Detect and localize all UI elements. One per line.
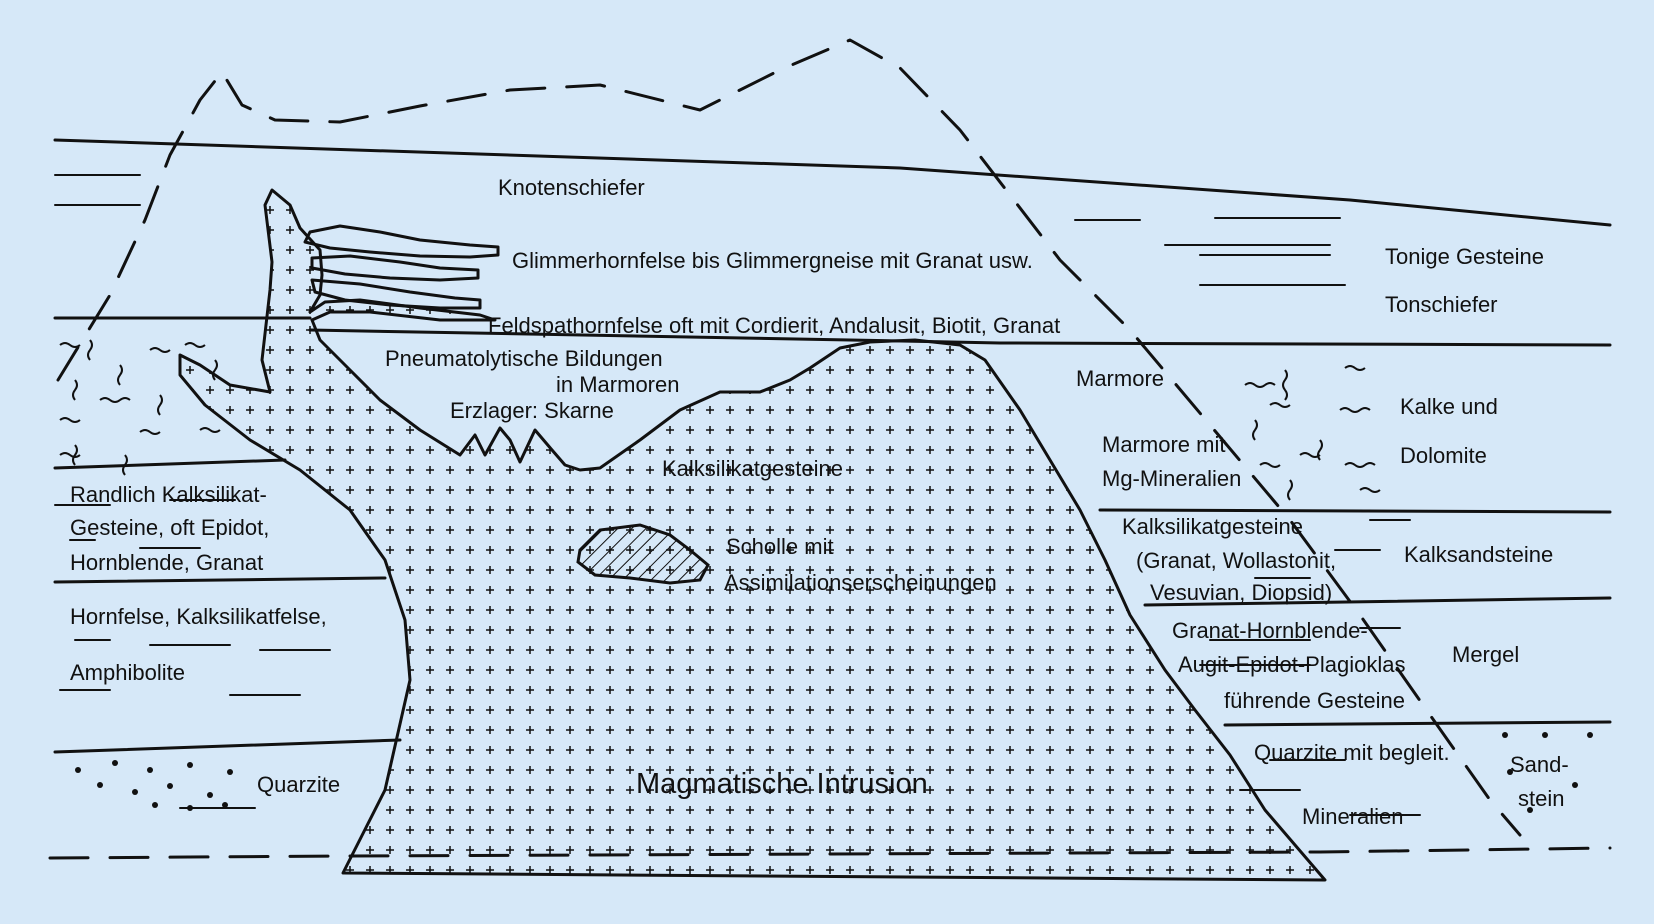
limestone-symbols [59, 339, 1381, 501]
label-kalke-1: Kalke und [1400, 394, 1498, 419]
apophysis-2 [310, 254, 480, 282]
dashed-intrusion-outline [56, 38, 1522, 837]
label-granat-3: führende Gesteine [1224, 688, 1405, 713]
label-erzlager: Erzlager: Skarne [450, 398, 614, 423]
quarzite-top-right-line [1223, 720, 1612, 727]
label-sandstein-1: Sand- [1510, 752, 1569, 777]
label-assimilation: Assimilationserscheinungen [724, 570, 997, 595]
xenolith-scholle [576, 523, 710, 585]
label-quarzite-right-1: Quarzite mit begleit. [1254, 740, 1450, 765]
label-glimmerhornfelse: Glimmerhornfelse bis Glimmergneise mit G… [512, 248, 1033, 273]
dash-left [54, 174, 331, 809]
label-tonschiefer: Tonschiefer [1385, 292, 1498, 317]
label-kalksilikatgesteine-center: Kalksilikatgesteine [662, 456, 843, 481]
kalksilikat-top-line [53, 458, 287, 470]
label-kalksilikat-right-3: Vesuvian, Diopsid) [1150, 580, 1332, 605]
label-mergel: Mergel [1452, 642, 1519, 667]
intrusion-body [178, 188, 1327, 882]
label-scholle: Scholle mit [726, 534, 834, 559]
label-tonige-gesteine: Tonige Gesteine [1385, 244, 1544, 269]
quartzite-dots [75, 732, 1593, 813]
label-kalksilikat-right-2: (Granat, Wollastonit, [1136, 548, 1336, 573]
label-randlich-1: Randlich Kalksilikat- [70, 482, 267, 507]
label-magmatische-intrusion: Magmatische Intrusion [636, 768, 928, 800]
kalksilikat-top-right-line [1098, 508, 1612, 514]
label-marmore-mg-1: Marmore mit [1102, 432, 1225, 457]
label-in-marmoren: in Marmoren [556, 372, 679, 397]
label-sandstein-2: stein [1518, 786, 1564, 811]
label-feldspathornfelse: Feldspathornfelse oft mit Cordierit, And… [488, 313, 1060, 338]
label-randlich-2: Gesteine, oft Epidot, [70, 515, 269, 540]
label-hornfelse-1: Hornfelse, Kalksilikatfelse, [70, 604, 327, 629]
limestone-left [59, 339, 221, 476]
label-quarzite-right-2: Mineralien [1302, 804, 1404, 829]
label-kalksandsteine: Kalksandsteine [1404, 542, 1553, 567]
label-marmore-mg-2: Mg-Mineralien [1102, 466, 1241, 491]
label-kalke-2: Dolomite [1400, 443, 1487, 468]
label-knotenschiefer: Knotenschiefer [498, 175, 645, 200]
label-quarzite-left: Quarzite [257, 772, 340, 797]
strata-dashes [54, 174, 1421, 816]
label-pneumatolytische: Pneumatolytische Bildungen [385, 346, 663, 371]
mergel-top-right-line [1143, 596, 1612, 607]
hornfelse-top-line [53, 576, 387, 584]
apophyses [303, 224, 500, 310]
limestone-right [1244, 365, 1381, 501]
label-randlich-3: Hornblende, Granat [70, 550, 263, 575]
apophysis-3 [310, 278, 482, 310]
label-granat-1: Granat-Hornblende- [1172, 618, 1368, 643]
dash-right [1074, 217, 1421, 816]
label-kalksilikat-right-1: Kalksilikatgesteine [1122, 514, 1303, 539]
quarzite-top-line [53, 738, 402, 754]
label-marmore: Marmore [1076, 366, 1164, 391]
surface-line [53, 138, 1612, 227]
label-granat-2: Augit-Epidot-Plagioklas [1178, 652, 1405, 677]
label-hornfelse-2: Amphibolite [70, 660, 185, 685]
labels: Knotenschiefer Glimmerhornfelse bis Glim… [70, 175, 1569, 829]
apophysis-1 [303, 224, 500, 259]
